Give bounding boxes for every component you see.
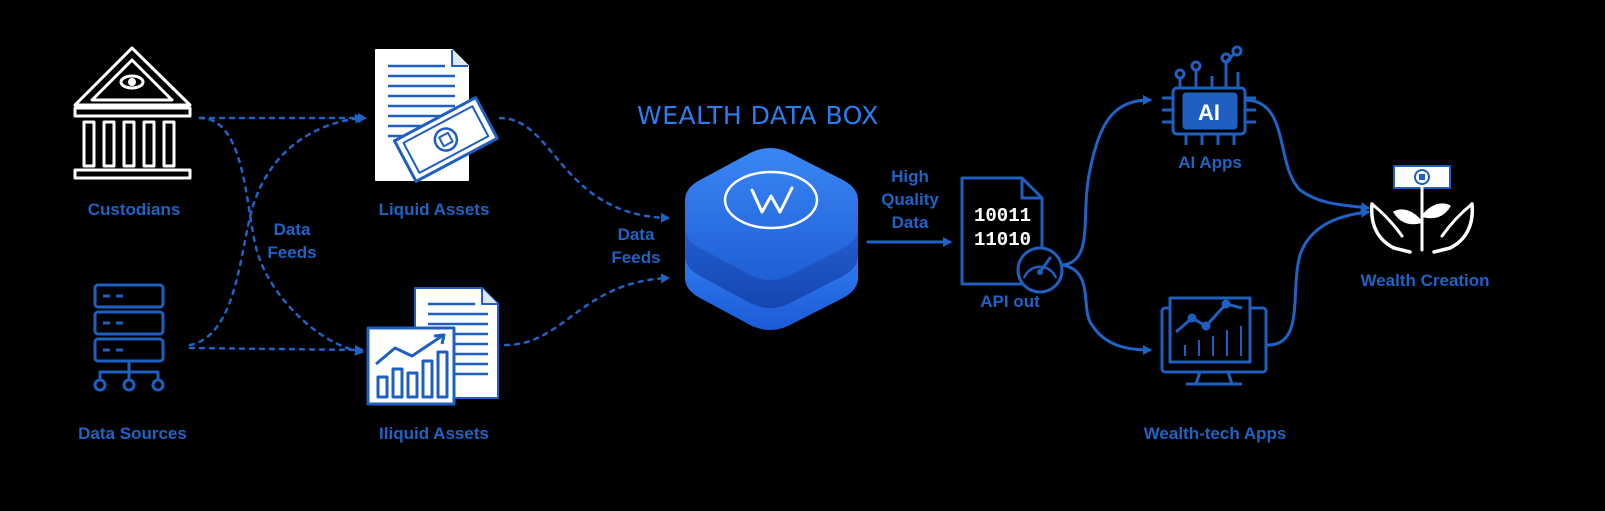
connector-sources-liquid [188,113,364,347]
monitor-chart-icon [1160,296,1268,386]
output-connectors [866,95,1370,355]
label-wealth-creation: Wealth Creation [1360,271,1490,290]
connector-ai-creation [1243,98,1370,213]
label-high-quality-1: High [891,167,929,186]
connector-illiquid-box [503,273,670,347]
label-data-sources: Data Sources [78,424,187,443]
ai-chip-text: AI [1198,100,1220,125]
label-ai-apps: AI Apps [1178,153,1242,172]
server-icon [93,283,165,392]
connector-sources-illiquid [188,344,364,355]
binary-text-1: 10011 [974,205,1031,227]
binary-text-2: 11010 [974,229,1031,251]
bank-icon [73,46,192,180]
label-wealthtech-apps: Wealth-tech Apps [1143,424,1287,443]
api-document-icon: 10011 11010 [960,176,1064,294]
wealth-data-box-title: WEALTH DATA BOX [637,101,879,130]
label-data-feeds-left-1: Data [273,220,311,239]
connector-custodians-illiquid [198,116,364,356]
wealth-data-box [685,148,858,330]
label-data-feeds-left-2: Feeds [267,243,317,262]
data-feed-connectors [188,113,670,356]
label-liquid-assets: Liquid Assets [378,200,490,219]
label-data-feeds-mid-2: Feeds [611,248,661,267]
document-money-icon [375,49,499,183]
label-illiquid-assets: Iliquid Assets [379,424,489,443]
connector-liquid-box [498,116,670,223]
wealth-creation-icon [1369,165,1475,254]
label-high-quality-3: Data [891,213,929,232]
ai-chip-icon: AI [1162,45,1256,145]
label-data-feeds-mid-1: Data [617,225,655,244]
connector-api-ai [1060,95,1152,267]
label-custodians: Custodians [87,200,181,219]
wealth-logo-icon [723,170,819,230]
connector-api-wealthtech [1060,263,1152,355]
connector-wealthtech-creation [1266,207,1370,347]
label-api-out: API out [980,292,1040,311]
label-high-quality-2: Quality [881,190,939,209]
document-chart-icon [366,287,499,406]
